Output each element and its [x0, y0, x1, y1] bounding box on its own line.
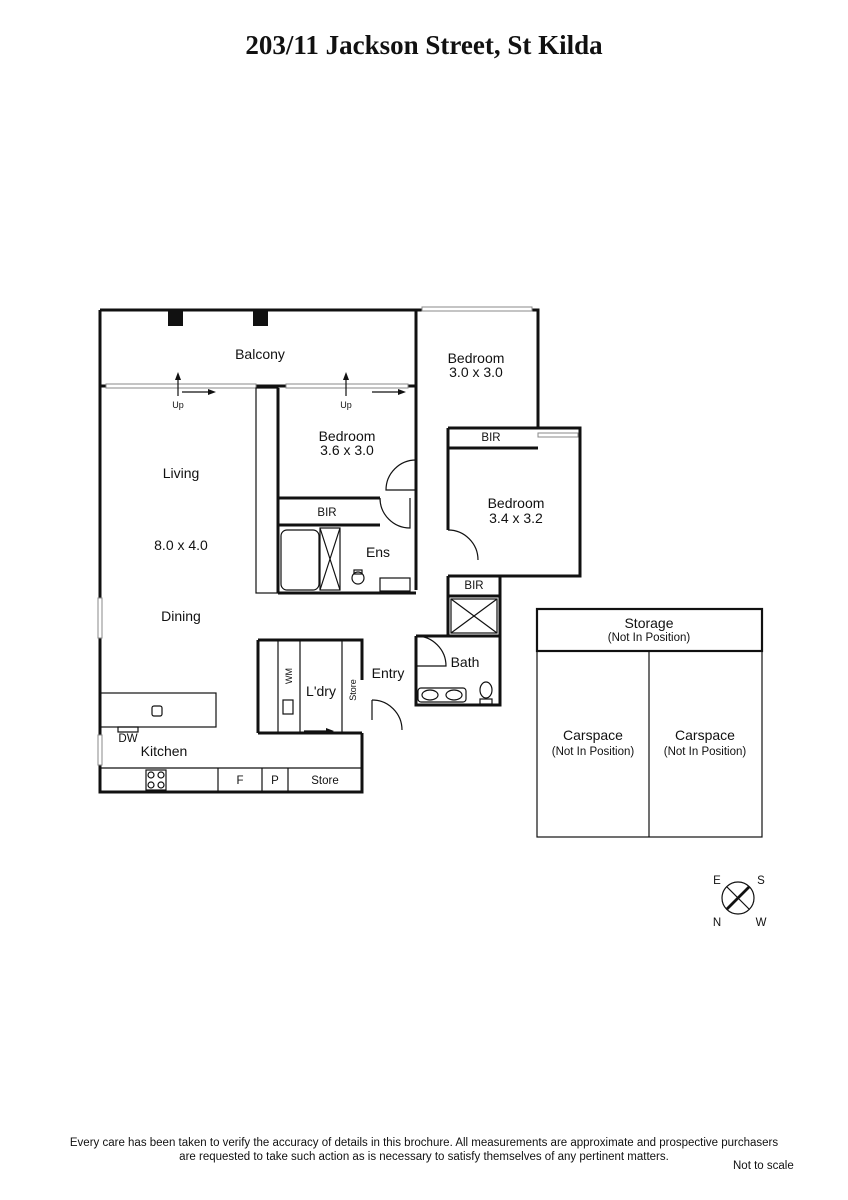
- carspace-note: (Not In Position): [552, 746, 635, 758]
- disclaimer-line2: are requested to take such action as is …: [179, 1151, 669, 1163]
- dining-label: Dining: [161, 608, 201, 624]
- kitchen-fixtures: [99, 692, 362, 792]
- page-title: 203/11 Jackson Street, St Kilda: [245, 30, 603, 60]
- living-label: Living: [163, 465, 200, 481]
- bir-label: BIR: [481, 432, 500, 444]
- carspace-label: Carspace: [675, 727, 735, 743]
- fridge-label: F: [236, 775, 243, 787]
- dw-label: DW: [118, 733, 137, 745]
- internal-walls: [255, 387, 538, 735]
- ensuite-fixtures: [280, 527, 411, 592]
- compass-icon: [721, 881, 755, 915]
- bedroom3-name: Bedroom: [488, 495, 545, 511]
- storage-label: Storage: [624, 615, 673, 631]
- carspace-note: (Not In Position): [664, 746, 747, 758]
- compass-e: E: [713, 875, 721, 887]
- pantry-label: P: [271, 775, 279, 787]
- bedroom2-size: 3.6 x 3.0: [320, 442, 374, 458]
- bedroom1-size: 3.0 x 3.0: [449, 364, 503, 380]
- wm-label: WM: [284, 668, 294, 684]
- bath-fixtures: [417, 598, 498, 705]
- store-label: Store: [311, 775, 339, 787]
- door-arrows: [175, 372, 406, 396]
- storage-note: (Not In Position): [608, 632, 691, 644]
- disclaimer: Every care has been taken to verify the …: [0, 1136, 848, 1164]
- up-label: Up: [340, 400, 352, 410]
- compass-n: N: [713, 917, 721, 929]
- compass-s: S: [757, 875, 765, 887]
- bedroom2-name: Bedroom: [319, 428, 376, 444]
- bedroom3-size: 3.4 x 3.2: [489, 510, 543, 526]
- pillar: [168, 311, 183, 326]
- windows: [97, 306, 579, 766]
- store-label: Store: [348, 679, 358, 701]
- bedroom1-name: Bedroom: [448, 350, 505, 366]
- up-label: Up: [172, 400, 184, 410]
- pillar: [253, 311, 268, 326]
- bath-label: Bath: [451, 654, 480, 670]
- laundry-label: L'dry: [306, 683, 336, 699]
- entry-label: Entry: [372, 665, 405, 681]
- carspace-label: Carspace: [563, 727, 623, 743]
- bir-label: BIR: [317, 507, 336, 519]
- not-to-scale: Not to scale: [733, 1160, 794, 1172]
- disclaimer-line1: Every care has been taken to verify the …: [69, 1137, 779, 1149]
- doors: [371, 459, 479, 731]
- storage-carspace: [535, 607, 764, 838]
- compass-w: W: [756, 917, 767, 929]
- balcony-label: Balcony: [235, 346, 285, 362]
- bir-label: BIR: [464, 580, 483, 592]
- ens-label: Ens: [366, 544, 390, 560]
- kitchen-label: Kitchen: [141, 743, 188, 759]
- living-size: 8.0 x 4.0: [154, 537, 208, 553]
